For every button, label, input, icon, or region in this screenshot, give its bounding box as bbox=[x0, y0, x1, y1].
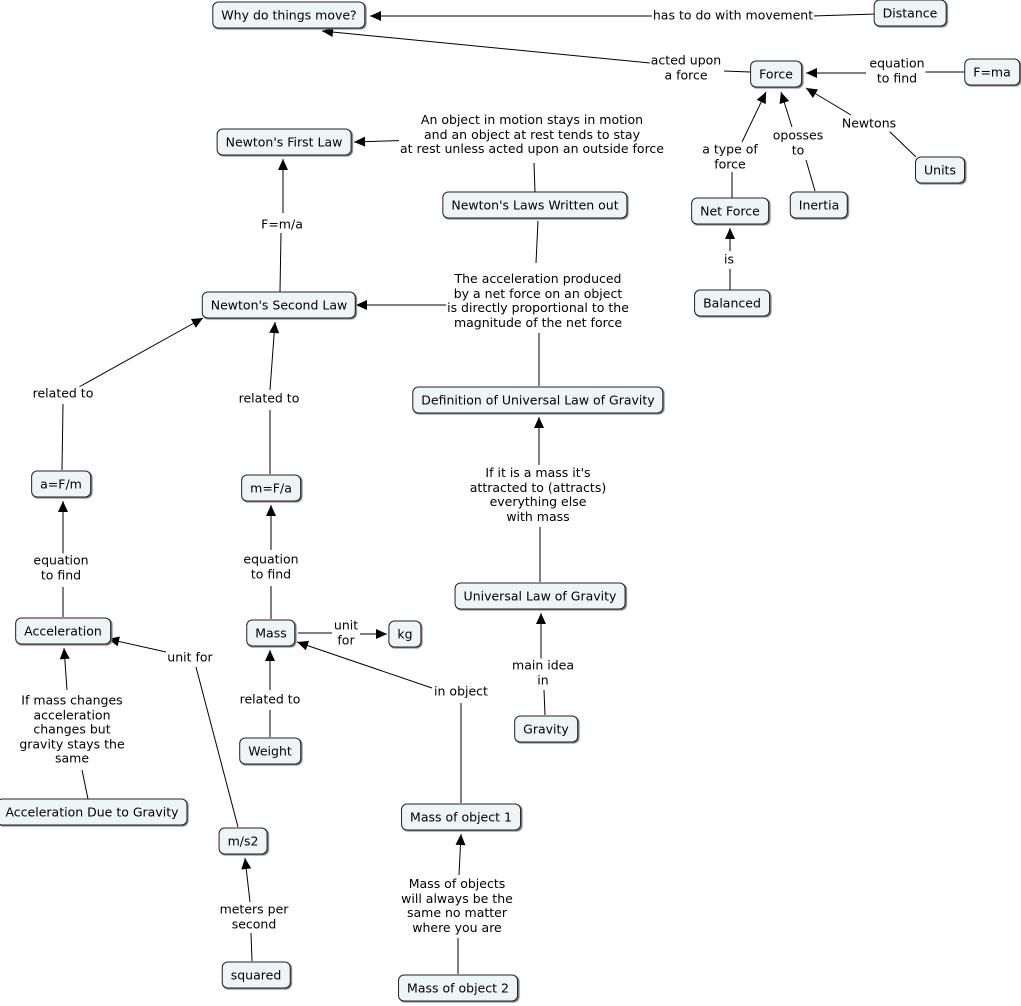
node-inertia[interactable]: Inertia bbox=[789, 191, 849, 219]
link-a-type-of-force: a type of force bbox=[701, 141, 759, 172]
connector-line bbox=[533, 162, 536, 193]
node-distance[interactable]: Distance bbox=[873, 0, 947, 27]
arrowhead bbox=[190, 318, 203, 328]
node-units[interactable]: Units bbox=[915, 156, 965, 184]
node-mass[interactable]: Mass bbox=[246, 619, 296, 647]
link-first-law-statement: An object in motion stays in motion and … bbox=[398, 112, 666, 157]
node-mass-of-object-1[interactable]: Mass of object 1 bbox=[401, 803, 521, 831]
connector-line bbox=[269, 321, 276, 391]
arrowhead bbox=[534, 417, 544, 428]
connector-line bbox=[81, 769, 89, 800]
arrowhead bbox=[806, 88, 819, 98]
node-weight[interactable]: Weight bbox=[239, 737, 301, 765]
arrowhead bbox=[356, 300, 367, 310]
node-mass-of-object-2[interactable]: Mass of object 2 bbox=[398, 974, 518, 1002]
link-is: is bbox=[723, 251, 735, 268]
link-gravity-statement: If it is a mass it's attracted to (attra… bbox=[468, 464, 608, 525]
connector-line bbox=[805, 159, 816, 192]
link-if-mass-changes: If mass changes acceleration changes but… bbox=[18, 692, 126, 767]
node-gravity[interactable]: Gravity bbox=[514, 715, 578, 743]
node-net-force[interactable]: Net Force bbox=[691, 197, 769, 225]
node-newtons-laws-written-out[interactable]: Newton's Laws Written out bbox=[442, 191, 628, 219]
arrowhead bbox=[756, 92, 766, 105]
link-related-to-a: related to bbox=[31, 385, 95, 402]
connector-line bbox=[543, 689, 546, 716]
node-balanced[interactable]: Balanced bbox=[694, 289, 770, 317]
link-unit-for-ms2: unit for bbox=[166, 649, 214, 666]
link-f-equals-m-over-a: F=m/a bbox=[260, 216, 304, 233]
arrowhead bbox=[297, 640, 310, 651]
link-related-to-m: related to bbox=[237, 390, 301, 407]
arrowhead bbox=[536, 613, 546, 624]
link-equation-to-find-a: equation to find bbox=[32, 552, 90, 583]
arrowhead bbox=[269, 322, 280, 334]
arrowhead bbox=[779, 92, 790, 104]
link-mass-always-same: Mass of objects will always be the same … bbox=[400, 875, 514, 936]
link-acted-upon-a-force: acted upon a force bbox=[649, 52, 723, 83]
connector-line bbox=[61, 403, 64, 471]
node-f-equals-ma[interactable]: F=ma bbox=[964, 58, 1020, 86]
link-equation-to-find-force: equation to find bbox=[868, 55, 926, 86]
arrowhead bbox=[278, 159, 288, 170]
link-related-to-weight: related to bbox=[238, 691, 302, 708]
connector-line bbox=[78, 317, 204, 388]
node-definition-universal-law-gravity[interactable]: Definition of Universal Law of Gravity bbox=[412, 386, 664, 414]
link-equation-to-find-m: equation to find bbox=[242, 551, 300, 582]
connector-line bbox=[535, 220, 539, 264]
connector-line bbox=[321, 30, 651, 64]
arrowhead bbox=[725, 228, 735, 239]
connector-line bbox=[723, 70, 751, 73]
connector-line bbox=[888, 130, 917, 158]
arrowhead bbox=[354, 136, 366, 147]
connector-line bbox=[250, 932, 253, 962]
arrowhead bbox=[370, 11, 381, 21]
arrowhead bbox=[266, 505, 276, 516]
arrowhead bbox=[108, 636, 120, 647]
connector-line bbox=[279, 232, 282, 293]
link-newtons: Newtons bbox=[840, 115, 898, 132]
connector-line bbox=[296, 641, 433, 689]
link-second-law-statement: The acceleration produced by a net force… bbox=[446, 270, 630, 331]
link-has-to-do-with-movement: has to do with movement bbox=[651, 7, 815, 24]
node-newtons-second-law[interactable]: Newton's Second Law bbox=[201, 291, 357, 319]
node-force[interactable]: Force bbox=[750, 60, 802, 88]
arrowhead bbox=[322, 27, 334, 38]
connector-line bbox=[195, 666, 239, 828]
arrowhead bbox=[59, 648, 70, 660]
arrowhead bbox=[241, 858, 252, 870]
arrowhead bbox=[265, 650, 275, 661]
arrowhead bbox=[376, 629, 387, 639]
node-why-do-things-move[interactable]: Why do things move? bbox=[212, 1, 366, 29]
node-a-equals-f-over-m[interactable]: a=F/m bbox=[31, 470, 91, 498]
node-acceleration[interactable]: Acceleration bbox=[15, 617, 111, 645]
node-m-s2[interactable]: m/s2 bbox=[218, 827, 268, 855]
node-acceleration-due-to-gravity[interactable]: Acceleration Due to Gravity bbox=[0, 798, 188, 826]
link-main-idea-in: main idea in bbox=[511, 657, 575, 688]
arrowhead bbox=[806, 68, 817, 78]
link-oposses-to: oposses to bbox=[771, 127, 825, 158]
node-newtons-first-law[interactable]: Newton's First Law bbox=[216, 128, 352, 156]
node-m-equals-f-over-a[interactable]: m=F/a bbox=[241, 474, 301, 502]
node-kg[interactable]: kg bbox=[388, 620, 422, 648]
node-squared[interactable]: squared bbox=[221, 961, 291, 989]
node-universal-law-gravity[interactable]: Universal Law of Gravity bbox=[454, 582, 626, 610]
connector-line bbox=[811, 13, 877, 17]
link-meters-per-second: meters per second bbox=[218, 901, 290, 932]
arrowhead bbox=[58, 501, 68, 512]
link-in-object: in object bbox=[433, 683, 489, 700]
link-unit-for-kg: unit for bbox=[332, 617, 360, 648]
arrowhead bbox=[455, 834, 466, 846]
